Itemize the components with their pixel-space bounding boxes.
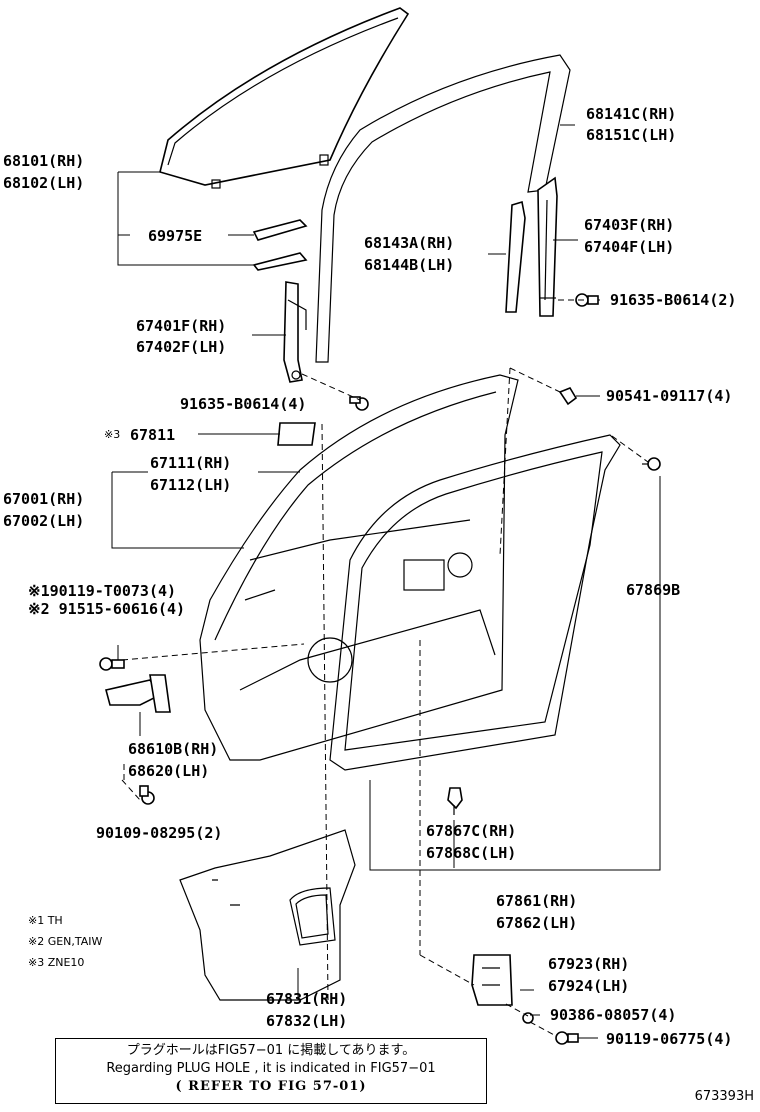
- label-68610b: 68610B(RH): [128, 740, 218, 758]
- bolt-91635-regulator-drawing: [349, 396, 369, 411]
- screws-lower-drawing: [522, 1012, 579, 1045]
- label-67869b: 67869B: [626, 581, 680, 599]
- label-67403f: 67403F(RH): [584, 216, 674, 234]
- door-panel-drawing: [199, 374, 519, 761]
- label-68101: 68101(RH): [3, 152, 84, 170]
- label-67112: 67112(LH): [150, 476, 231, 494]
- label-67404f: 67404F(LH): [584, 238, 674, 256]
- clip-90541-drawing: [558, 387, 578, 406]
- door-check-drawing: [105, 674, 171, 713]
- bolt-90119-drawing: [99, 657, 125, 671]
- window-regulator-drawing: [283, 281, 307, 383]
- reference-note-box: プラグホールはFIG57−01 に掲載してあります。 Regarding PLU…: [55, 1038, 487, 1104]
- label-67868c: 67868C(LH): [426, 844, 516, 862]
- label-68141c: 68141C(RH): [586, 105, 676, 123]
- legend-note-1: ※1 TH: [28, 914, 63, 927]
- door-trim-clip-drawing: [447, 787, 463, 815]
- glass-pad-drawing: [252, 219, 308, 271]
- label-90386: 90386-08057(4): [550, 1006, 676, 1024]
- door-glass-drawing: [159, 7, 410, 189]
- dashed-guides: [121, 299, 649, 1037]
- label-67924: 67924(LH): [548, 977, 629, 995]
- lower-cover-drawing: [471, 954, 513, 1006]
- label-67831: 67831(RH): [266, 990, 347, 1008]
- label-67402f: 67402F(LH): [136, 338, 226, 356]
- label-69975e: 69975E: [148, 227, 202, 245]
- leader-lines: [111, 124, 661, 1039]
- label-67861: 67861(RH): [496, 892, 577, 910]
- label-67867c: 67867C(RH): [426, 822, 516, 840]
- label-90119-t0073: ※190119-T0073(4): [28, 582, 176, 600]
- clip-67869b-drawing: [642, 457, 661, 471]
- label-67811: 67811: [130, 426, 175, 444]
- label-91635-rear: 91635-B0614(2): [610, 291, 736, 309]
- label-90541: 90541-09117(4): [606, 387, 732, 405]
- label-91635-regulator: 91635-B0614(4): [180, 395, 306, 413]
- label-67832: 67832(LH): [266, 1012, 347, 1030]
- label-67111: 67111(RH): [150, 454, 231, 472]
- label-67862: 67862(LH): [496, 914, 577, 932]
- rear-channel-drawing: [537, 176, 558, 317]
- label-90109: 90109-08295(2): [96, 824, 222, 842]
- label-67401f: 67401F(RH): [136, 317, 226, 335]
- label-90119-bottom: 90119-06775(4): [606, 1030, 732, 1048]
- label-67002: 67002(LH): [3, 512, 84, 530]
- label-67923: 67923(RH): [548, 955, 629, 973]
- label-67001: 67001(RH): [3, 490, 84, 508]
- label-67811-mark: ※3: [104, 428, 120, 441]
- label-68143a: 68143A(RH): [364, 234, 454, 252]
- label-91515: ※2 91515-60616(4): [28, 600, 185, 618]
- division-bar-drawing: [505, 200, 526, 313]
- label-68151c: 68151C(LH): [586, 126, 676, 144]
- note-english: Regarding PLUG HOLE , it is indicated in…: [106, 1061, 436, 1076]
- bolt-90109-drawing: [139, 785, 155, 805]
- figure-code: 673393H: [694, 1089, 754, 1104]
- pad-67811-drawing: [277, 422, 316, 446]
- label-68620: 68620(LH): [128, 762, 209, 780]
- legend-note-2: ※2 GEN,TAIW: [28, 935, 103, 948]
- service-hole-cover-drawing: [179, 829, 356, 1001]
- note-reference: ( REFER TO FIG 57-01): [175, 1079, 367, 1094]
- label-68144b: 68144B(LH): [364, 256, 454, 274]
- note-japanese: プラグホールはFIG57−01 に掲載してあります。: [126, 1043, 416, 1058]
- label-68102: 68102(LH): [3, 174, 84, 192]
- door-weatherstrip-drawing: [329, 434, 621, 771]
- legend-note-3: ※3 ZNE10: [28, 956, 84, 969]
